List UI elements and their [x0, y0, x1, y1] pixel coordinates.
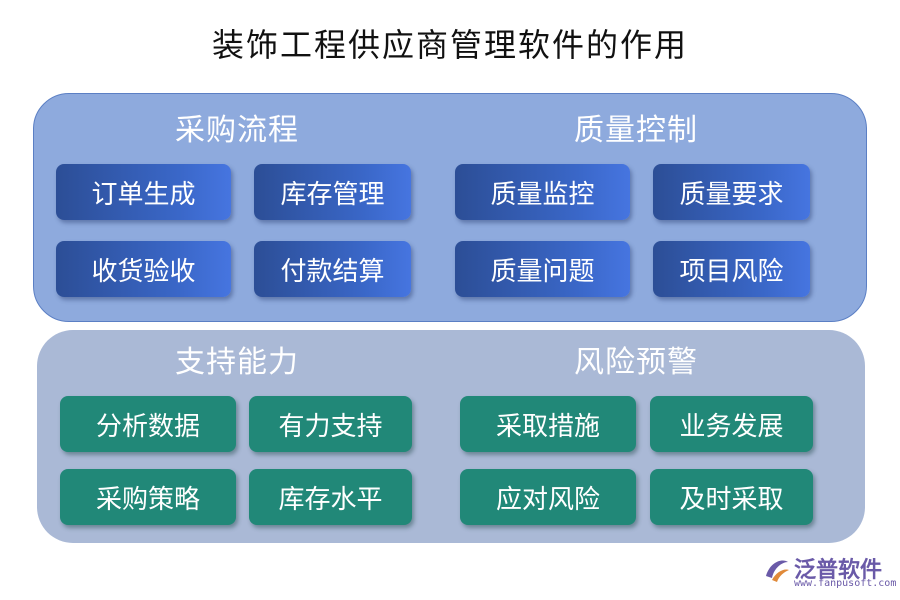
- fanpu-logo: 泛普软件 www.fanpusoft.com: [758, 552, 896, 594]
- item-inventory-management: 库存管理: [254, 164, 411, 220]
- group-title-risk-warning: 风险预警: [574, 345, 698, 380]
- item-procurement-strategy: 采购策略: [60, 469, 236, 525]
- item-respond-to-risk: 应对风险: [460, 469, 636, 525]
- item-quality-requirements: 质量要求: [653, 164, 810, 220]
- item-order-generation: 订单生成: [56, 164, 231, 220]
- group-title-procurement: 采购流程: [175, 113, 299, 148]
- item-business-development: 业务发展: [650, 396, 813, 452]
- group-title-quality: 质量控制: [574, 113, 698, 148]
- page-title: 装饰工程供应商管理软件的作用: [211, 26, 688, 64]
- item-timely-action: 及时采取: [650, 469, 813, 525]
- item-project-risk: 项目风险: [653, 241, 810, 297]
- item-receiving-inspection: 收货验收: [56, 241, 231, 297]
- logo-name: 泛普软件: [794, 558, 883, 583]
- item-analyze-data: 分析数据: [60, 396, 236, 452]
- item-strong-support: 有力支持: [249, 396, 412, 452]
- group-title-support: 支持能力: [175, 345, 299, 380]
- item-payment-settlement: 付款结算: [254, 241, 411, 297]
- item-quality-monitoring: 质量监控: [455, 164, 630, 220]
- item-take-measures: 采取措施: [460, 396, 636, 452]
- logo-url: www.fanpusoft.com: [794, 578, 897, 589]
- item-inventory-level: 库存水平: [249, 469, 412, 525]
- item-quality-issues: 质量问题: [455, 241, 630, 297]
- fanpu-logo-icon: [766, 560, 789, 582]
